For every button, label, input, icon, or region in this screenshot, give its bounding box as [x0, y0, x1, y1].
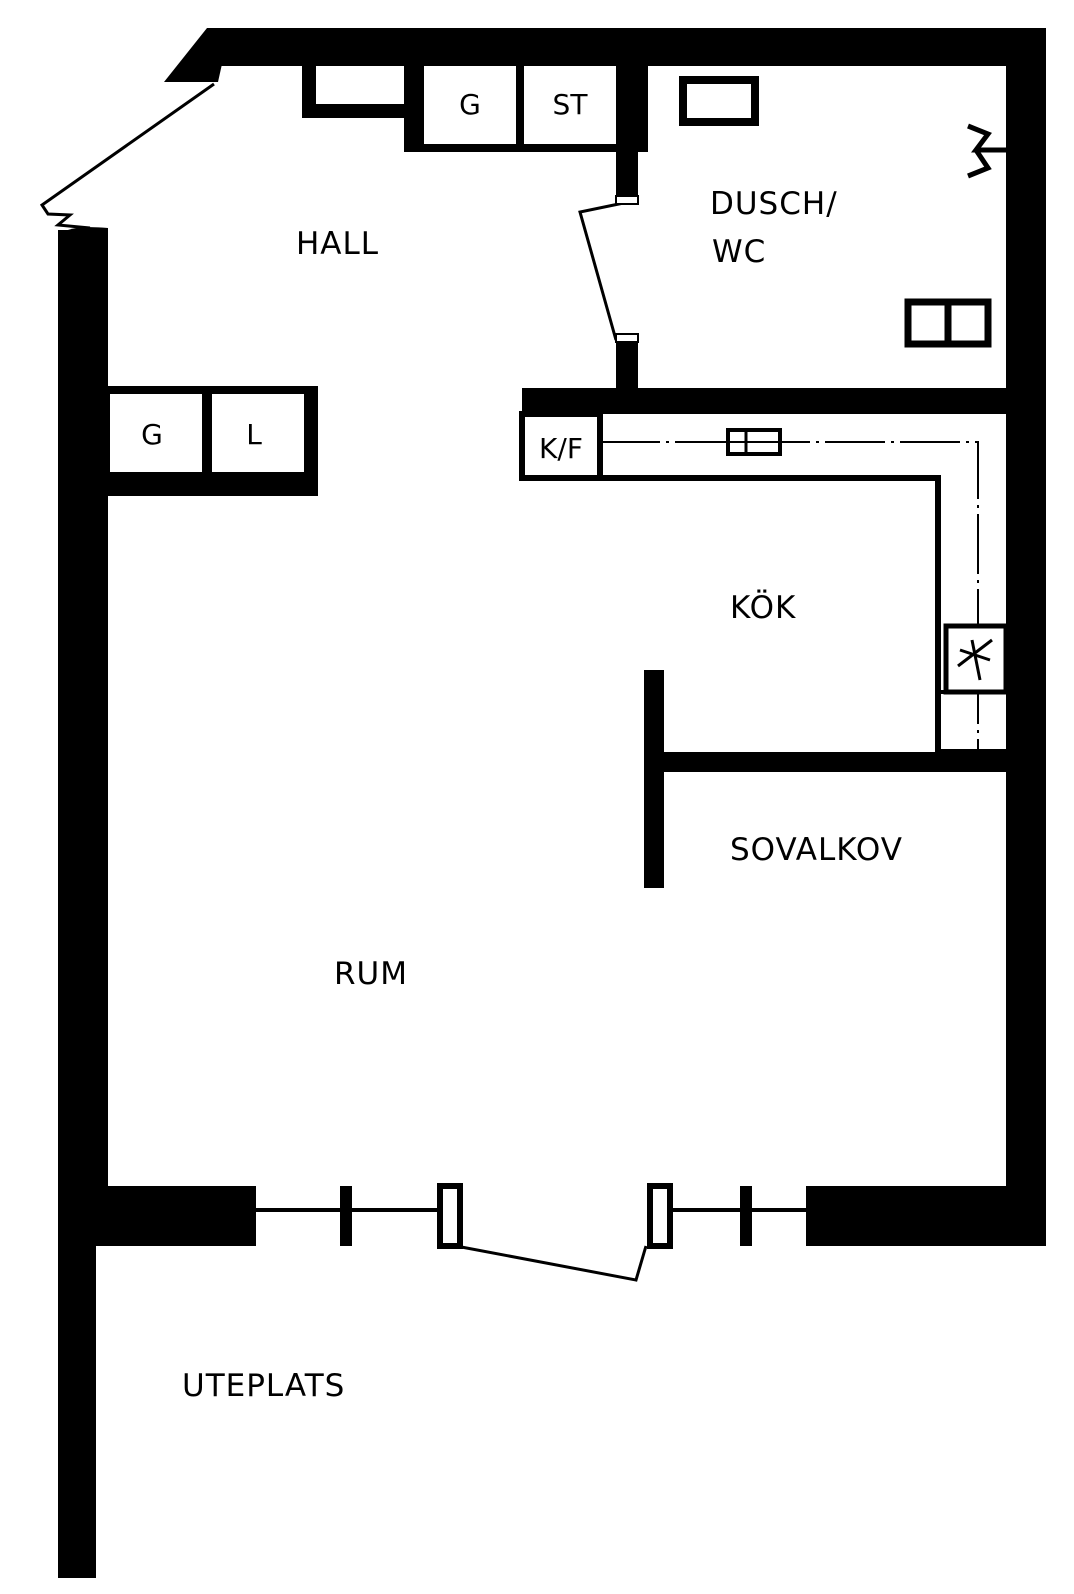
- window-wall: [256, 1183, 806, 1249]
- bath-wall-left-lower: [616, 340, 638, 390]
- balcony-door[interactable]: [455, 1244, 648, 1282]
- wardrobe-g-left-label: G: [141, 418, 163, 451]
- room-label-rum: RUM: [334, 956, 408, 992]
- sink-icon: [679, 76, 759, 126]
- balcony-door-jamb-left: [437, 1183, 463, 1249]
- entrance-door-jamb: [58, 227, 108, 240]
- cabinet-g-top-label: G: [459, 88, 481, 121]
- room-label-uteplats: UTEPLATS: [182, 1368, 345, 1404]
- bathroom-door-leaf: [578, 198, 639, 341]
- room-labels: HALL DUSCH/ WC KÖK SOVALKOV RUM UTEPLATS: [182, 186, 903, 1404]
- cabinet-st[interactable]: [524, 66, 616, 144]
- entrance-door-leaf: [39, 82, 215, 230]
- window-mullion-left: [340, 1186, 352, 1246]
- bathroom-door-jamb-top: [615, 195, 639, 205]
- alcove-partition: [644, 670, 1006, 888]
- room-label-wc: WC: [712, 234, 766, 270]
- alcove-wall-vertical: [644, 670, 664, 888]
- hall-left-wardrobes: G L: [108, 386, 318, 496]
- wall-entrance-chamfer: [164, 28, 230, 82]
- shelf-niche: [302, 66, 418, 118]
- room-label-hall: HALL: [296, 226, 379, 262]
- bathroom-door-jamb-bottom: [615, 333, 639, 343]
- wardrobe-l[interactable]: [212, 394, 304, 472]
- shower-head-icon: [967, 123, 1006, 179]
- bathroom-door[interactable]: [578, 195, 639, 343]
- hall-top-storage: G ST: [302, 66, 648, 152]
- wall-bottom-right: [806, 1186, 1046, 1246]
- window-mullion-right: [740, 1186, 752, 1246]
- wardrobe-l-label: L: [246, 418, 262, 451]
- bathroom-fixtures: [679, 76, 1006, 348]
- entrance-door[interactable]: [39, 82, 215, 240]
- wall-left-lower: [58, 1186, 96, 1578]
- stove-symbol-icon: [957, 638, 993, 681]
- room-label-sovalkov: SOVALKOV: [730, 832, 903, 868]
- stove: [943, 623, 1009, 695]
- wardrobe-g-left[interactable]: [110, 394, 202, 472]
- wall-top: [207, 28, 1045, 66]
- wall-bottom-left: [58, 1186, 256, 1246]
- wall-left: [58, 230, 108, 1188]
- balcony-door-leaves: [455, 1244, 648, 1282]
- kitchen: K/F: [519, 411, 1009, 755]
- wall-right: [1006, 28, 1046, 1246]
- outer-walls: [58, 28, 1046, 1578]
- fridge-freezer-label: K/F: [539, 432, 583, 465]
- balcony-door-jamb-right: [647, 1183, 673, 1249]
- bathroom-walls: [522, 66, 1046, 414]
- bath-wall-left-upper: [616, 146, 638, 196]
- alcove-wall-horizontal: [644, 752, 1006, 772]
- fridge-freezer[interactable]: [519, 411, 603, 481]
- bath-wall-bottom: [522, 388, 1046, 414]
- room-label-kok: KÖK: [730, 589, 796, 626]
- room-label-dusch: DUSCH/: [710, 186, 838, 222]
- cabinet-st-label: ST: [553, 88, 589, 121]
- bath-wall-left-top: [616, 66, 648, 146]
- cabinet-g-top[interactable]: [424, 66, 516, 144]
